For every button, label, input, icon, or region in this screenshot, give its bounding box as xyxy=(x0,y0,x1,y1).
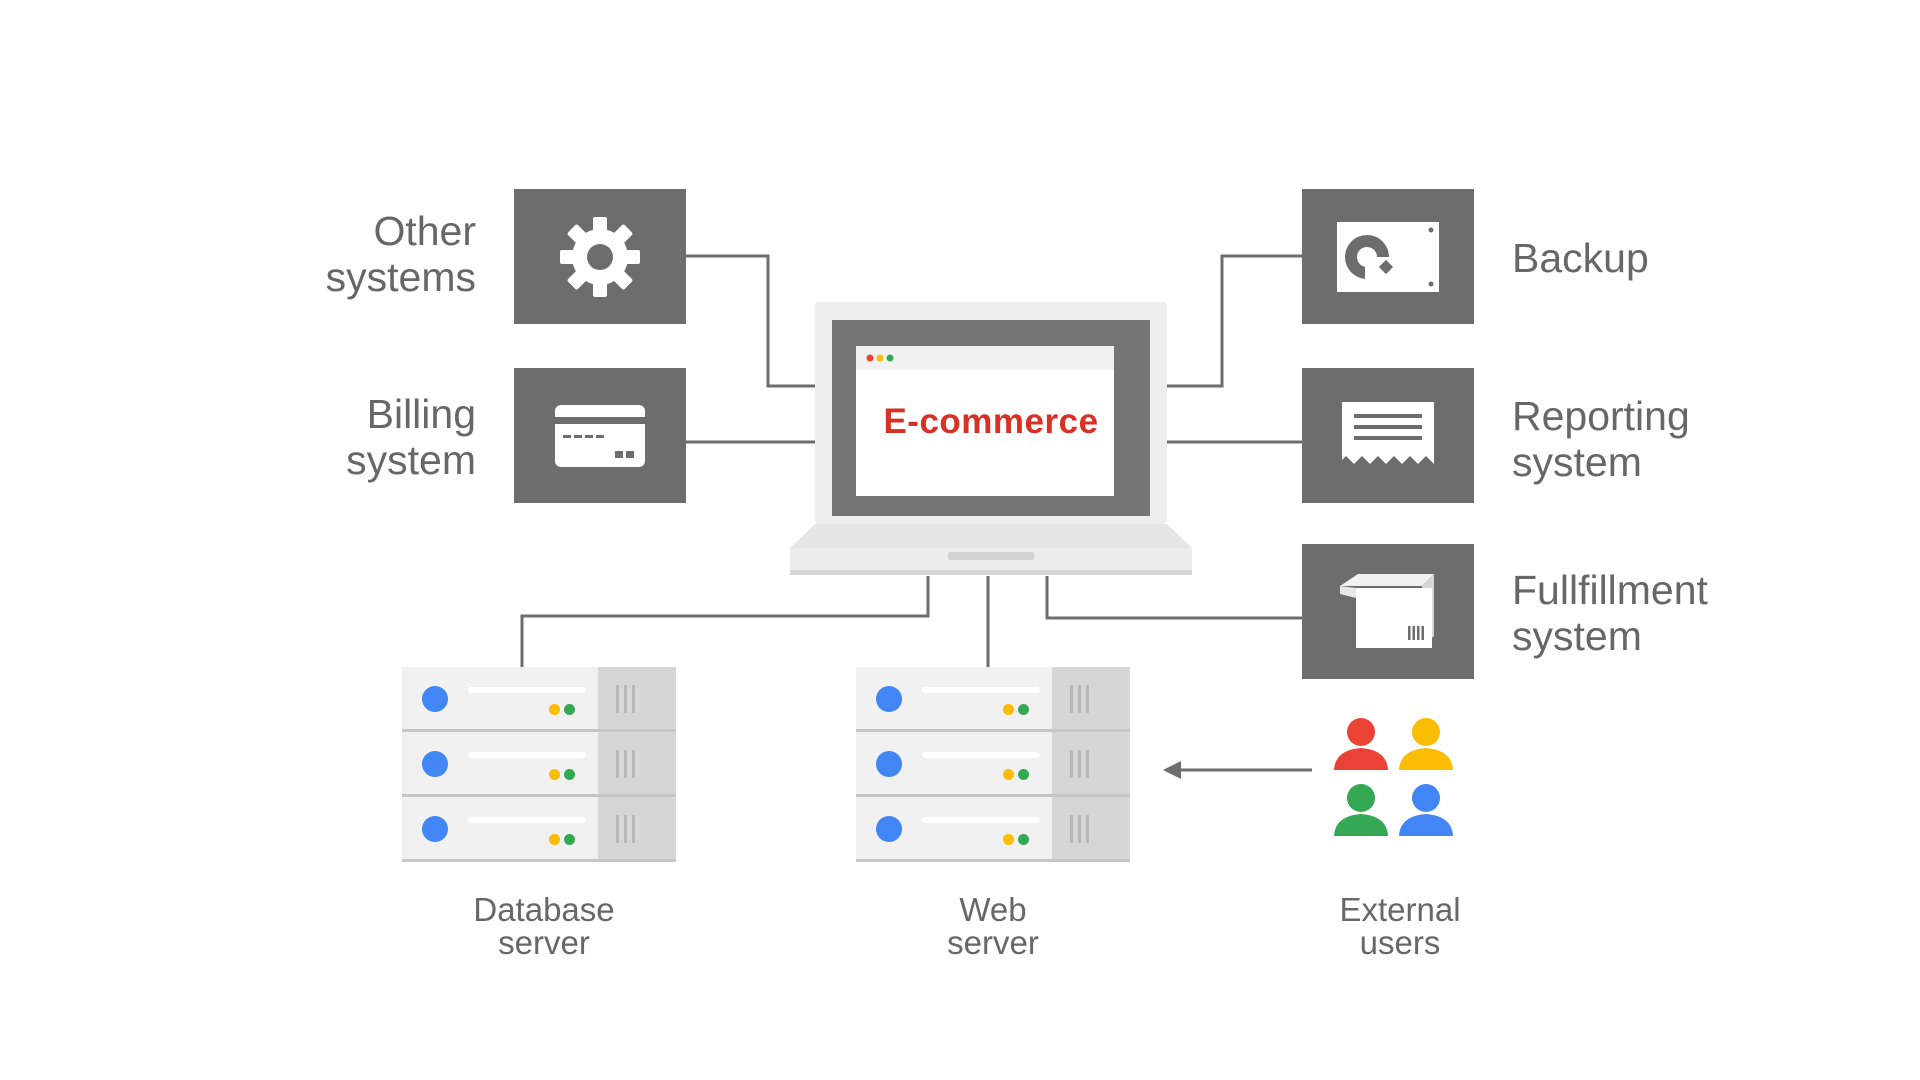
server-unit-base xyxy=(402,859,676,862)
vent-icon xyxy=(624,750,627,778)
server-unit xyxy=(856,732,1130,797)
vent-icon xyxy=(616,685,619,713)
package-box-icon xyxy=(1340,573,1434,648)
vent-icon xyxy=(616,750,619,778)
label-other-systems: Other systems xyxy=(325,208,476,300)
receipt-icon xyxy=(1342,401,1434,464)
server-unit-side xyxy=(1052,667,1130,729)
drive-slot-icon xyxy=(922,752,1040,758)
status-led-green-icon xyxy=(1018,704,1029,715)
status-led-blue-icon xyxy=(876,816,902,842)
drive-slot-icon xyxy=(468,752,586,758)
tile-reporting-system xyxy=(1302,368,1474,503)
server-unit xyxy=(402,797,676,862)
label-billing-system: Billing system xyxy=(346,391,476,483)
status-led-blue-icon xyxy=(422,751,448,777)
status-led-yellow-icon xyxy=(1003,834,1014,845)
server-unit-front xyxy=(856,667,1052,729)
server-unit-base xyxy=(856,794,1130,797)
server-unit-base xyxy=(402,729,676,732)
server-unit xyxy=(856,667,1130,732)
drive-slot-icon xyxy=(922,687,1040,693)
tile-backup xyxy=(1302,189,1474,324)
vent-icon xyxy=(632,685,635,713)
vent-icon xyxy=(1078,815,1081,843)
label-database-server: Database server xyxy=(473,891,615,961)
ecommerce-laptop: E-commerce xyxy=(790,302,1192,576)
vent-icon xyxy=(624,685,627,713)
connector-backup xyxy=(1162,254,1302,388)
vent-icon xyxy=(632,750,635,778)
connector-other-systems xyxy=(686,254,815,388)
server-unit-front xyxy=(402,667,598,729)
tile-other-systems xyxy=(514,189,686,324)
drive-slot-icon xyxy=(468,817,586,823)
users-group-icon xyxy=(1334,718,1453,836)
ecommerce-title: E-commerce xyxy=(883,402,1099,441)
server-unit-base xyxy=(856,859,1130,862)
server-unit-front xyxy=(402,732,598,794)
label-backup: Backup xyxy=(1512,235,1649,281)
server-unit-side xyxy=(1052,732,1130,794)
status-led-green-icon xyxy=(564,834,575,845)
status-led-blue-icon xyxy=(876,751,902,777)
vent-icon xyxy=(1086,750,1089,778)
arrowhead-icon xyxy=(1163,761,1181,779)
status-led-yellow-icon xyxy=(549,769,560,780)
status-led-blue-icon xyxy=(876,686,902,712)
label-fulfillment-system: Fullfillment system xyxy=(1512,567,1708,659)
web-server-rack xyxy=(856,667,1130,867)
server-unit-base xyxy=(402,794,676,797)
credit-card-icon xyxy=(555,404,645,467)
server-unit-side xyxy=(598,732,676,794)
laptop-icon xyxy=(790,302,1192,575)
server-unit xyxy=(856,797,1130,862)
server-unit-base xyxy=(856,729,1130,732)
vent-icon xyxy=(1070,750,1073,778)
status-led-yellow-icon xyxy=(1003,704,1014,715)
server-unit xyxy=(402,732,676,797)
server-unit xyxy=(402,667,676,732)
vent-icon xyxy=(624,815,627,843)
vent-icon xyxy=(616,815,619,843)
server-unit-side xyxy=(598,797,676,859)
status-led-yellow-icon xyxy=(1003,769,1014,780)
status-led-blue-icon xyxy=(422,686,448,712)
status-led-yellow-icon xyxy=(549,704,560,715)
server-unit-side xyxy=(1052,797,1130,859)
vent-icon xyxy=(1078,685,1081,713)
server-unit-front xyxy=(856,732,1052,794)
database-server-rack xyxy=(402,667,676,867)
connector-database xyxy=(520,576,930,667)
vent-icon xyxy=(1070,685,1073,713)
status-led-green-icon xyxy=(564,704,575,715)
status-led-green-icon xyxy=(564,769,575,780)
server-unit-side xyxy=(598,667,676,729)
connector-fulfillment xyxy=(1045,576,1302,620)
label-reporting-system: Reporting system xyxy=(1512,393,1690,485)
status-led-blue-icon xyxy=(422,816,448,842)
vent-icon xyxy=(1070,815,1073,843)
gear-icon xyxy=(560,216,640,297)
status-led-green-icon xyxy=(1018,769,1029,780)
server-unit-front xyxy=(402,797,598,859)
vent-icon xyxy=(632,815,635,843)
hard-drive-icon xyxy=(1337,221,1439,292)
drive-slot-icon xyxy=(468,687,586,693)
drive-slot-icon xyxy=(922,817,1040,823)
tile-fulfillment-system xyxy=(1302,544,1474,679)
status-led-yellow-icon xyxy=(549,834,560,845)
tile-billing-system xyxy=(514,368,686,503)
vent-icon xyxy=(1086,815,1089,843)
status-led-green-icon xyxy=(1018,834,1029,845)
vent-icon xyxy=(1086,685,1089,713)
vent-icon xyxy=(1078,750,1081,778)
server-unit-front xyxy=(856,797,1052,859)
label-web-server: Web server xyxy=(947,891,1039,961)
label-external-users: External users xyxy=(1339,891,1461,961)
